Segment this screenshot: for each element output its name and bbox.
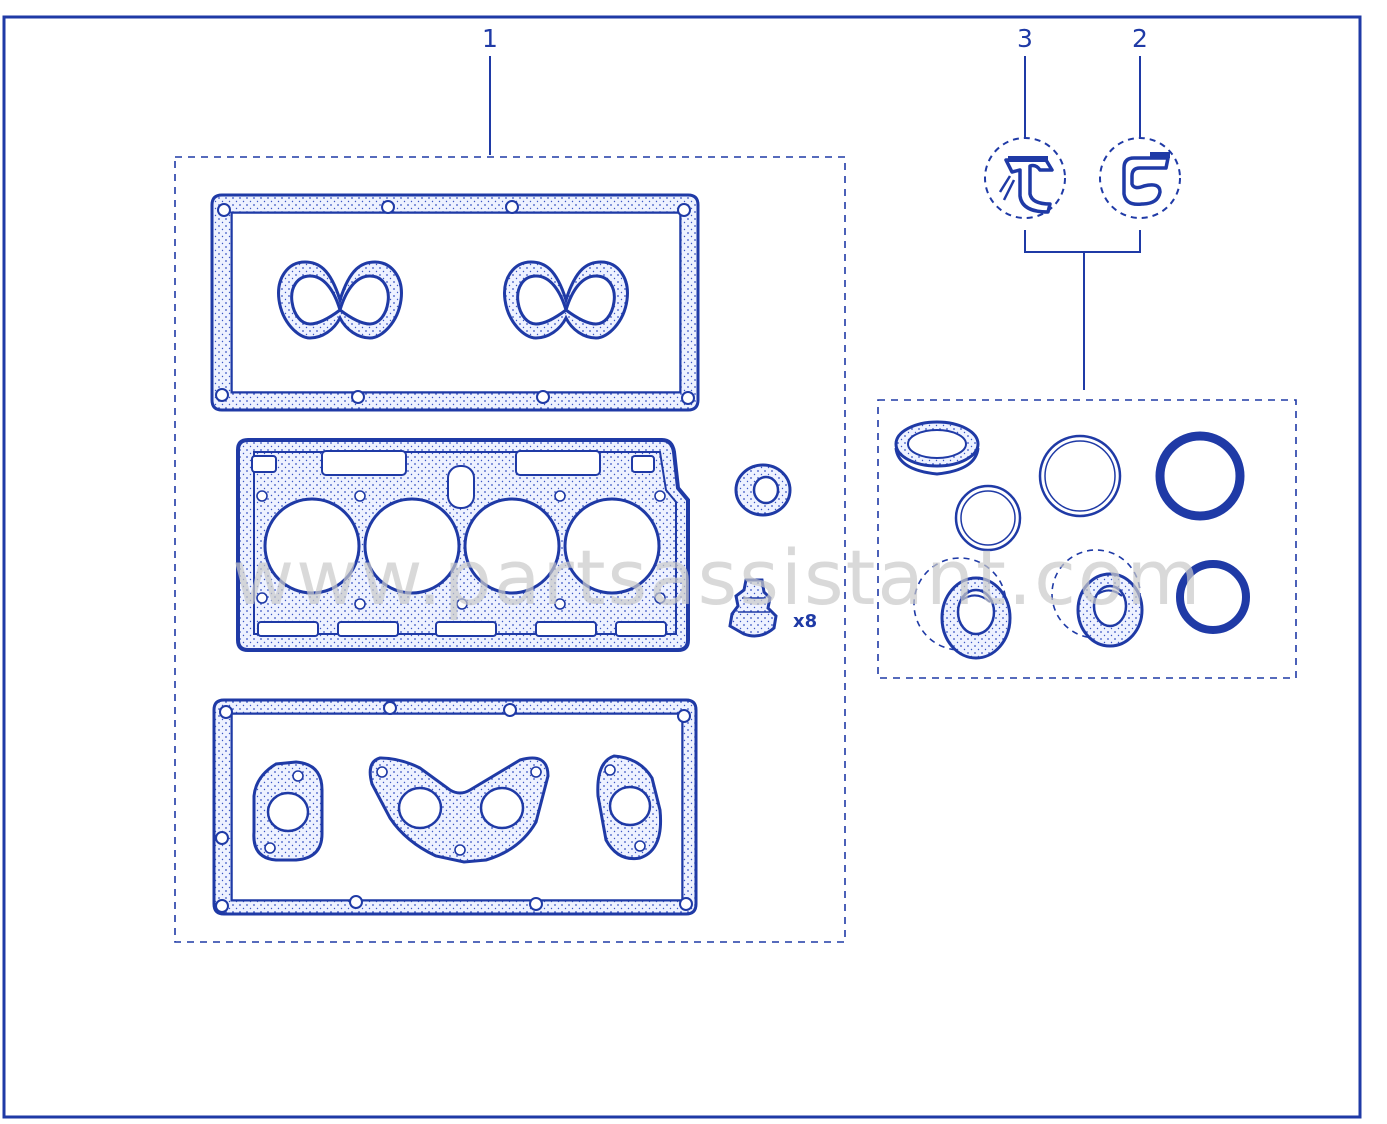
o-ring-large-thin [1038, 434, 1122, 518]
camshaft-plug-seal [734, 463, 792, 517]
seal-profile-detail-2 [1099, 137, 1181, 219]
valve-stem-seal [728, 578, 778, 638]
callout-2: 2 [1132, 24, 1148, 53]
callout-3: 3 [1017, 24, 1033, 53]
seals-leader-bracket [1024, 230, 1141, 390]
seal-profile-detail-3 [984, 137, 1066, 219]
lip-seal-type-3 [913, 557, 1012, 660]
o-ring-large-thick [1155, 431, 1245, 521]
outer-frame [2, 15, 1362, 1119]
manifold-gasket [212, 698, 698, 916]
rocker-cover-gasket [210, 193, 700, 412]
o-ring-small-thin [954, 484, 1022, 552]
seals-dashed-box [877, 399, 1297, 679]
cylinder-head-gasket [236, 438, 690, 652]
quantity-label: x8 [793, 611, 817, 632]
callout-1: 1 [482, 24, 498, 53]
seals-group: 3 2 [877, 24, 1297, 679]
kit-1-group: 1 [174, 24, 846, 943]
o-ring-small-thick [1176, 560, 1250, 634]
crankshaft-oil-seal [894, 420, 980, 476]
watermark: www.partsassistant.com [232, 533, 1202, 622]
lip-seal-type-2 [1051, 549, 1144, 648]
